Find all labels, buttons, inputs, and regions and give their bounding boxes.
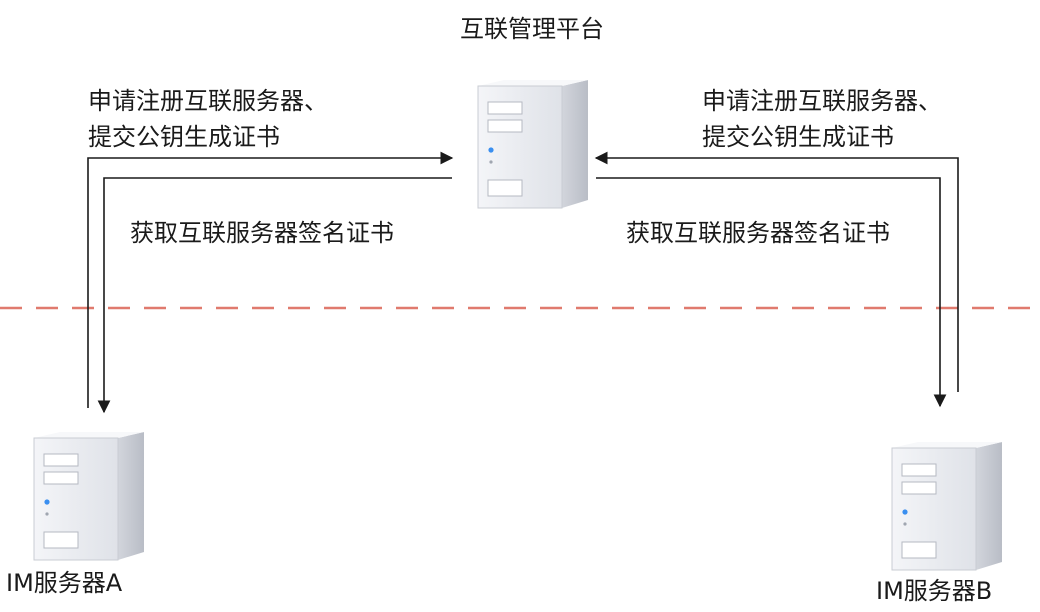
left-request-line2: 提交公钥生成证书 bbox=[88, 123, 280, 151]
right-request-line2: 提交公钥生成证书 bbox=[702, 123, 894, 151]
right-fetch-label: 获取互联服务器签名证书 bbox=[626, 219, 890, 247]
left-request-line1: 申请注册互联服务器、 bbox=[88, 87, 328, 115]
server-b-name: IM服务器B bbox=[876, 577, 993, 605]
arrow-b-to-platform bbox=[594, 151, 959, 392]
arrow-a-to-platform bbox=[87, 151, 454, 408]
server-a-icon bbox=[33, 431, 145, 561]
arrow-platform-to-b bbox=[596, 177, 947, 408]
platform-title: 互联管理平台 bbox=[460, 15, 604, 43]
right-request-line1: 申请注册互联服务器、 bbox=[702, 87, 942, 115]
server-a-name: IM服务器A bbox=[6, 569, 123, 597]
server-b-icon bbox=[891, 441, 1003, 571]
platform-server-icon bbox=[477, 79, 589, 209]
arrow-platform-to-a bbox=[97, 177, 452, 414]
left-fetch-label: 获取互联服务器签名证书 bbox=[130, 219, 394, 247]
